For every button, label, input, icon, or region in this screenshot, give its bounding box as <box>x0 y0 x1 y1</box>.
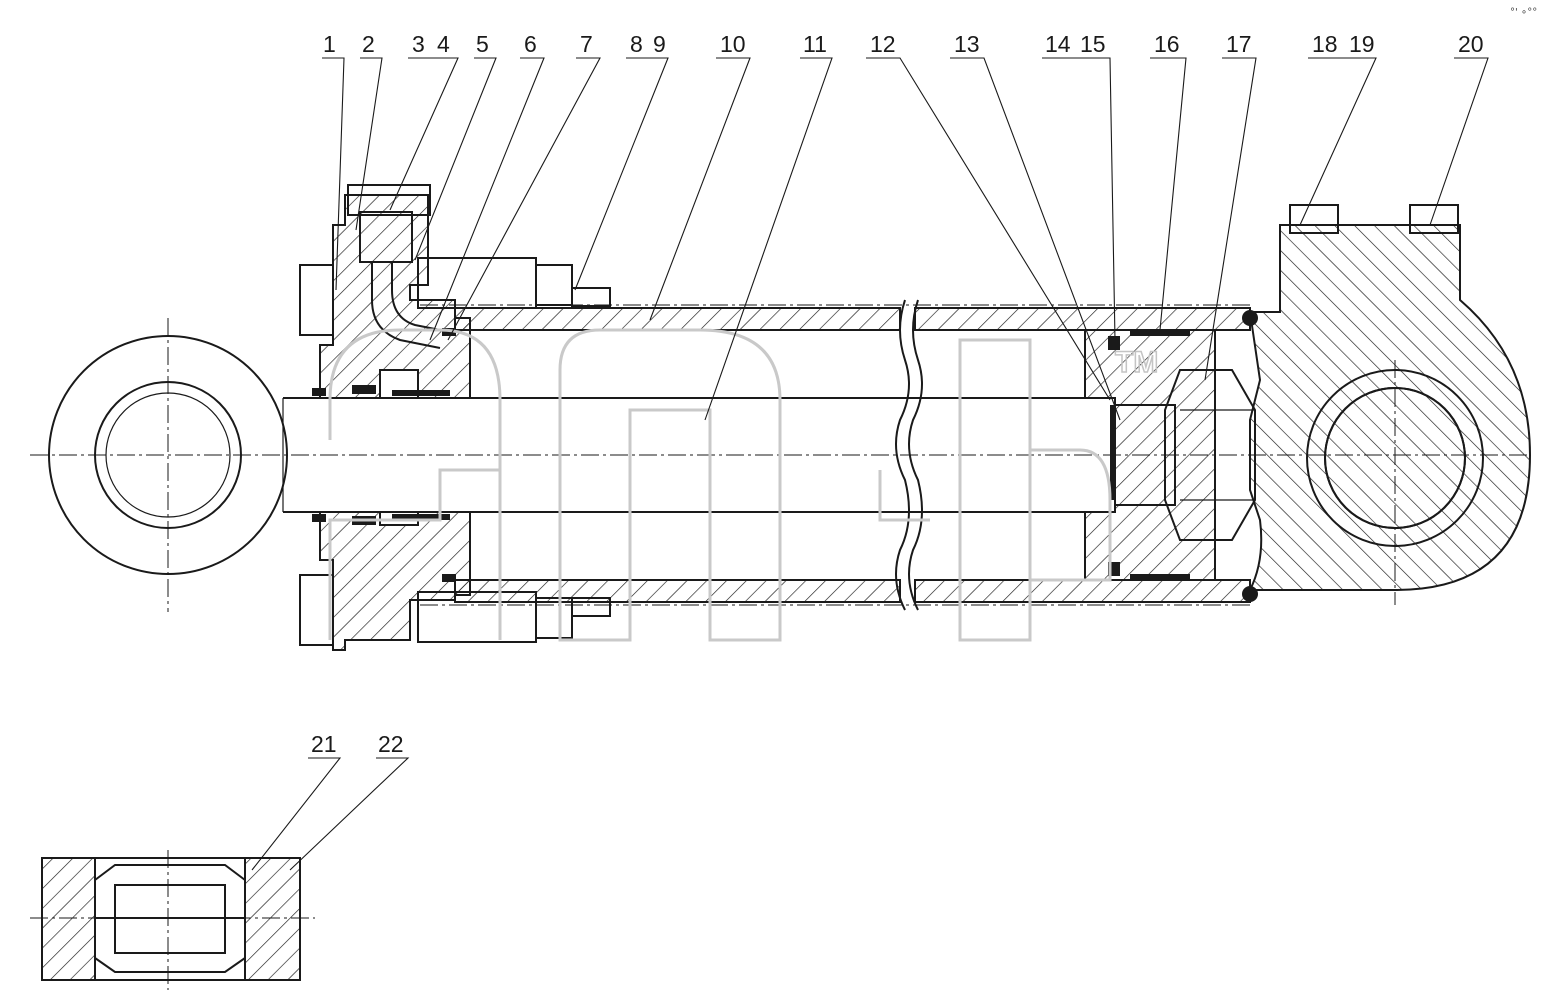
callout-14: 14 <box>1045 31 1071 57</box>
callout-5: 5 <box>476 31 489 57</box>
cylinder-head <box>299 184 611 651</box>
callout-10: 10 <box>720 31 746 57</box>
callout-19: 19 <box>1349 31 1375 57</box>
callout-9: 9 <box>653 31 666 57</box>
watermark-tm: TM <box>1115 346 1158 379</box>
callout-18: 18 <box>1312 31 1338 57</box>
callouts: 1 2 3 4 5 6 7 8 9 10 11 12 13 14 15 16 1… <box>251 31 1489 871</box>
callout-11: 11 <box>803 31 827 57</box>
callout-7: 7 <box>580 31 593 57</box>
callout-15: 15 <box>1080 31 1106 57</box>
callout-1: 1 <box>323 31 336 57</box>
callout-3: 3 <box>412 31 425 57</box>
callout-4: 4 <box>437 31 450 57</box>
callout-13: 13 <box>954 31 980 57</box>
end-cap <box>1242 204 1532 605</box>
callout-6: 6 <box>524 31 537 57</box>
callout-20: 20 <box>1458 31 1484 57</box>
callout-12: 12 <box>870 31 896 57</box>
barrel-tube <box>420 299 1251 611</box>
callout-2: 2 <box>362 31 375 57</box>
corner-mark: °' ∘°° <box>1510 7 1537 18</box>
piston-rod <box>282 397 1085 513</box>
callout-8: 8 <box>630 31 643 57</box>
callout-16: 16 <box>1154 31 1180 57</box>
callout-17: 17 <box>1226 31 1252 57</box>
watermark-logo: TM <box>328 328 1159 642</box>
callout-21: 21 <box>311 731 337 757</box>
rod-eye <box>48 318 288 612</box>
callout-22: 22 <box>378 731 404 757</box>
bushing-detail <box>30 850 315 990</box>
